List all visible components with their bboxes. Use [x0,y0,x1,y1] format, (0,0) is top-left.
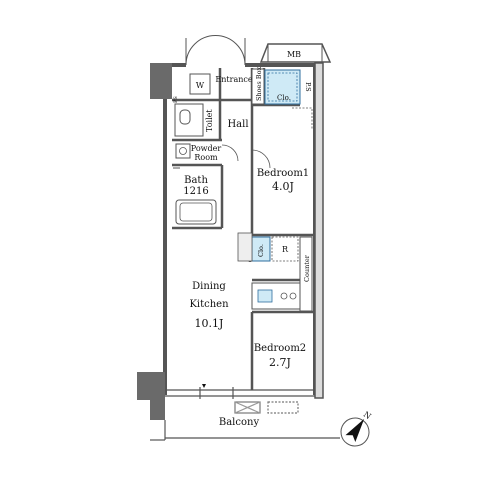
ps-small-label: PS [173,96,179,103]
closet-label: Clo. [277,94,291,102]
column-top-left [150,63,172,99]
counter-label: Counter [303,254,311,282]
powder-room-label-1: Powder [191,144,222,153]
entrance-label: Entrance [215,75,252,84]
toilet: Toilet [174,103,214,137]
washer: W [189,73,211,95]
meter-box: MB [259,43,332,63]
compass-icon: N [340,410,373,447]
entrance-door [185,35,246,66]
column-bottom-left-lower [150,392,165,420]
balcony-label: Balcony [219,417,260,428]
bath-size-label: 1216 [183,186,208,197]
balcony-window [165,387,315,399]
bedroom2: Bedroom2 2.7J [254,343,306,369]
powder-room-label-2: Room [194,153,218,162]
bath: Bath 1216 [173,167,217,225]
closet-bedroom1: Clo. R [237,232,299,262]
bath-label: Bath [184,175,208,186]
shoes-box: Shoes Box [251,67,265,105]
washer-label: W [196,81,205,90]
bedroom2-size-label: 2.7J [269,356,291,369]
kitchen-counter: Counter [251,236,313,312]
toilet-label: Toilet [205,109,214,132]
closet-small-label: Clo. [257,244,265,257]
ps-label: P.S [304,82,312,92]
bedroom1-label: Bedroom1 [257,168,309,179]
bedroom1: Bedroom1 4.0J [251,107,313,193]
dining-kitchen-label-2: Kitchen [189,299,229,310]
mb-label: MB [287,50,301,59]
dining-kitchen: Dining Kitchen 10.1J [189,281,229,388]
refrigerator-label: R [282,245,289,254]
dining-kitchen-label-1: Dining [192,281,226,292]
bedroom1-size-label: 4.0J [272,180,294,193]
balcony [150,401,340,441]
closet-entrance: Clo. [264,69,301,105]
bedroom2-label: Bedroom2 [254,343,306,354]
shoes-box-label: Shoes Box [255,67,263,101]
column-right [314,62,324,399]
hall-label: Hall [227,119,248,130]
powder-room: Powder Room [175,143,239,162]
compass-north-label: N [362,410,373,421]
dining-kitchen-size-label: 10.1J [195,317,224,330]
